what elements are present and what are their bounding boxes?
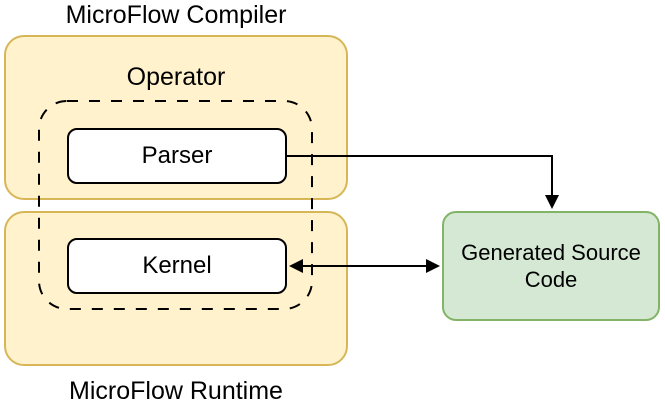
arrowhead-right-icon bbox=[426, 259, 440, 273]
arrowhead-down-icon bbox=[545, 195, 559, 209]
generated-source-code-label: Generated Source Code bbox=[461, 239, 641, 293]
parser-node-label: Parser bbox=[141, 142, 213, 169]
operator-group-label: Operator bbox=[126, 63, 226, 91]
kernel-node-label: Kernel bbox=[142, 252, 212, 279]
parser-node: Parser bbox=[67, 128, 287, 184]
runtime-group-title: MicroFlow Runtime bbox=[69, 377, 283, 405]
generated-source-code-node: Generated Source Code bbox=[442, 211, 660, 321]
kernel-node: Kernel bbox=[67, 238, 287, 294]
compiler-group-title: MicroFlow Compiler bbox=[65, 1, 287, 29]
